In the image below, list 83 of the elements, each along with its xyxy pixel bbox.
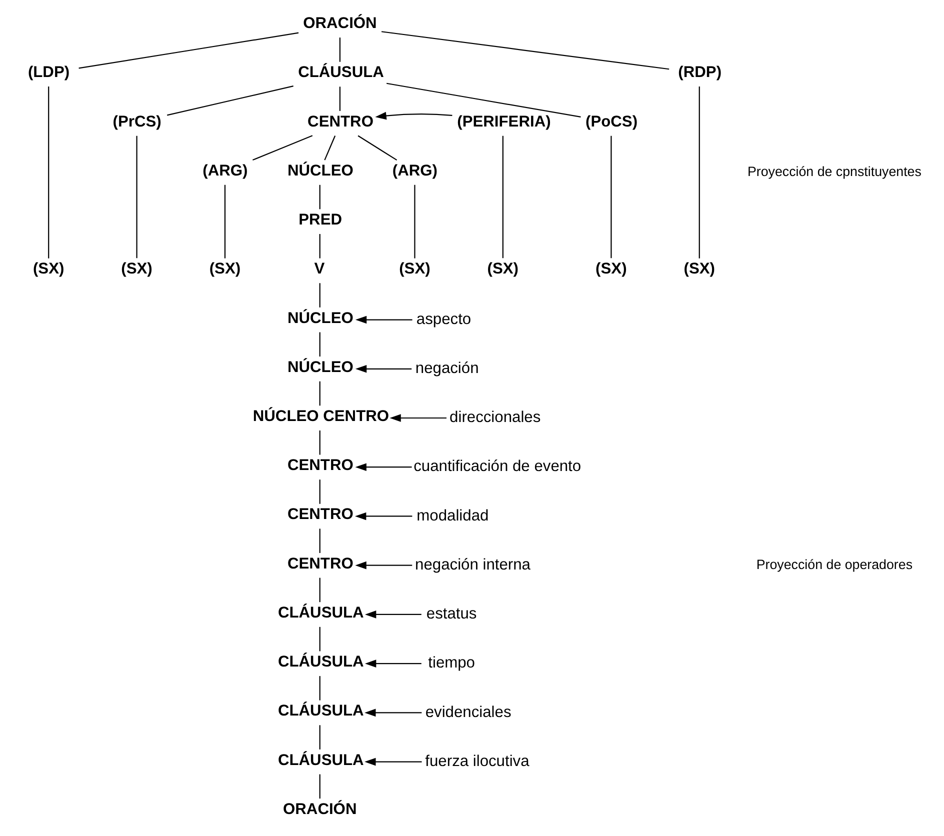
label: Proyección de cpnstituyentes (746, 164, 921, 179)
arrow (354, 561, 412, 570)
node-text: fuerza ilocutiva (424, 752, 529, 770)
node-text: estatus (426, 606, 476, 623)
connector (318, 283, 320, 308)
connector (502, 136, 503, 258)
node-text: modalidad (416, 507, 488, 524)
node-text: (SX) (595, 260, 626, 278)
arrow (354, 316, 412, 324)
label: Proyección de operadores (756, 556, 912, 572)
node-text: negación interna (414, 556, 530, 574)
node-text: (RDP) (678, 64, 722, 82)
arrow (389, 414, 446, 422)
connector (318, 234, 320, 258)
node-text: CENTRO (307, 113, 373, 130)
connector (318, 626, 320, 652)
connector (380, 31, 669, 70)
arrow (364, 758, 422, 766)
connector (78, 32, 298, 69)
arrow (364, 610, 421, 618)
connector (338, 86, 340, 111)
arrow (354, 512, 412, 520)
connector (318, 774, 320, 799)
node-text: CENTRO (286, 457, 353, 474)
arrow (364, 660, 421, 668)
node-text: (SX) (208, 260, 240, 278)
connector (357, 135, 397, 161)
node-text: direccionales (449, 409, 540, 426)
connector (318, 725, 320, 750)
node-text: aspecto (416, 310, 471, 328)
node-text: CLÁUSULA (277, 604, 364, 622)
node-text: (ARG) (202, 162, 248, 180)
node-text: CLÁUSULA (298, 64, 384, 82)
node-text: NÚCLEO (286, 358, 353, 376)
node-text: CLÁUSULA (277, 752, 364, 769)
node-text: NÚCLEO CENTRO (252, 408, 389, 426)
node-text: ORACIÓN (282, 800, 356, 818)
connector (318, 578, 320, 602)
node-text: (PoCS) (585, 113, 638, 130)
node-text: (SX) (32, 260, 64, 278)
node-text: cuantificación de evento (413, 458, 581, 476)
arrow (374, 112, 452, 120)
connector (166, 86, 293, 116)
connector (48, 86, 49, 258)
node-text: (SX) (398, 260, 430, 278)
node-text: CLÁUSULA (277, 702, 364, 720)
node-text: (SX) (120, 260, 152, 278)
connector (324, 136, 336, 160)
arrow (364, 708, 422, 717)
connector (318, 184, 320, 210)
node-text: (SX) (486, 260, 518, 278)
node-text: CENTRO (286, 506, 353, 524)
node-text: tiempo (428, 654, 474, 672)
connector (136, 136, 137, 258)
node-text: (SX) (683, 260, 714, 278)
connector (698, 86, 700, 258)
connector (318, 676, 320, 700)
connector (610, 136, 612, 258)
connector (224, 184, 226, 258)
connector (338, 38, 340, 62)
node-text: CLÁUSULA (277, 654, 364, 671)
connector (318, 528, 320, 553)
node-text: CENTRO (286, 555, 353, 572)
node-text: NÚCLEO (286, 310, 353, 327)
node-text: V (314, 260, 324, 278)
arrow (354, 463, 412, 472)
connector (318, 381, 320, 406)
node-text: NÚCLEO (286, 162, 353, 180)
node-text: negación (414, 360, 478, 378)
connector (386, 82, 580, 118)
node-text: (LDP) (27, 64, 70, 82)
connector (414, 184, 415, 258)
connector (318, 480, 320, 504)
node-text: ORACIÓN (302, 15, 376, 32)
connector (318, 430, 320, 455)
node-text: (PrCS) (112, 113, 161, 130)
node-text: (ARG) (392, 162, 438, 180)
connector (252, 135, 312, 161)
node-text: evidenciales (424, 704, 511, 721)
node-text: PRED (298, 212, 342, 229)
arrow (354, 364, 412, 373)
node-text: (PERIFERIA) (456, 113, 550, 130)
connector (318, 332, 320, 357)
